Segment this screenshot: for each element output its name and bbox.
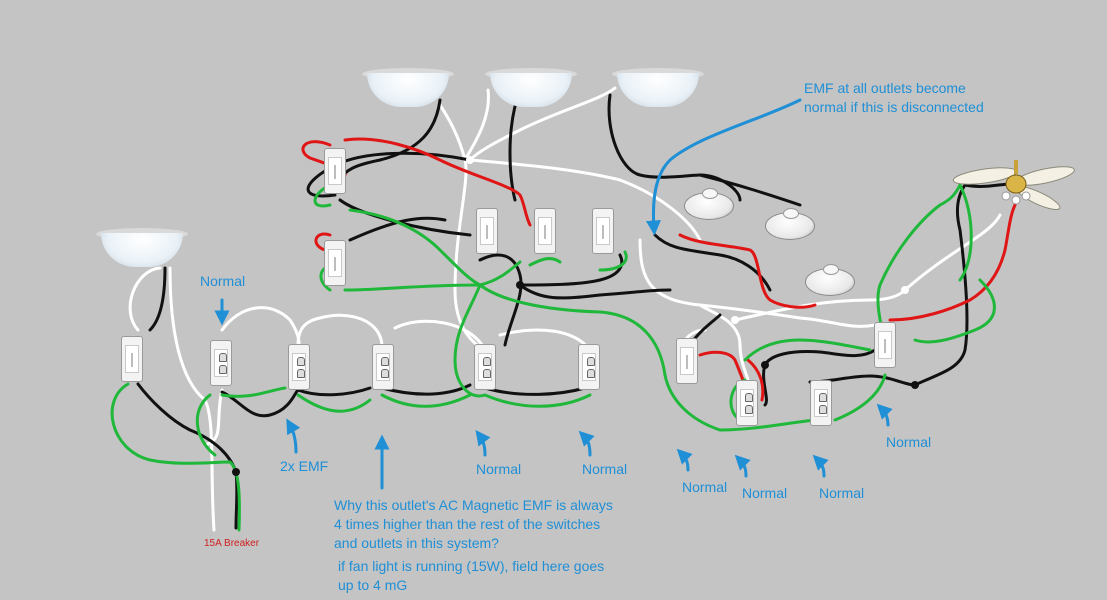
label-normal-6: Normal [819, 485, 865, 501]
switch-right-fan [874, 322, 896, 368]
arrow-normal-4 [676, 448, 693, 472]
switch-left [121, 336, 143, 382]
smoke-detector-2 [765, 208, 815, 242]
outlet-5 [578, 344, 600, 390]
label-2x-emf: 2x EMF [280, 458, 329, 474]
arrow-normal-6 [812, 454, 829, 478]
switch-top-left-2 [324, 240, 346, 286]
switch-top-left-1 [324, 148, 346, 194]
label-question: Why this outlet's AC Magnetic EMF is alw… [334, 497, 613, 551]
switch-gang-2 [534, 208, 556, 254]
blue-arrows [214, 98, 893, 490]
switch-gang-3 [592, 208, 614, 254]
arrow-normal-3 [578, 430, 595, 457]
ceiling-light-1 [362, 62, 454, 108]
outlet-7 [810, 380, 832, 426]
ceiling-light-2 [485, 62, 577, 108]
ceiling-light-3 [612, 62, 704, 108]
smoke-detector-3 [805, 264, 855, 298]
outlet-2 [288, 344, 310, 390]
label-fan-note: if fan light is running (15W), field her… [338, 558, 605, 593]
arrow-normal-5 [734, 454, 751, 478]
switch-right-1 [676, 338, 698, 384]
label-normal-2: Normal [476, 461, 522, 477]
arrow-emf-note [645, 98, 802, 236]
label-normal-4: Normal [682, 479, 728, 495]
wire-junctions [232, 281, 919, 476]
label-emf-note: EMF at all outlets become normal if this… [804, 80, 984, 115]
ceiling-fan-icon [952, 160, 1075, 211]
arrow-normal-2 [475, 429, 491, 457]
wire-junctions-white [466, 156, 909, 324]
label-normal-1: Normal [200, 273, 246, 289]
arrow-normal-7 [876, 403, 893, 427]
arrow-2x-emf [286, 418, 301, 454]
outlet-6 [736, 380, 758, 426]
label-normal-3: Normal [582, 461, 628, 477]
outlet-4 [474, 344, 496, 390]
label-breaker: 15A Breaker [204, 538, 260, 549]
label-normal-5: Normal [742, 485, 788, 501]
switch-gang-1 [476, 208, 498, 254]
ceiling-light-left [96, 222, 188, 268]
outlet-3 [372, 344, 394, 390]
smoke-detector-1 [684, 188, 734, 222]
label-normal-7: Normal [886, 434, 932, 450]
green-wires [110, 183, 996, 532]
outlet-1 [210, 340, 232, 386]
